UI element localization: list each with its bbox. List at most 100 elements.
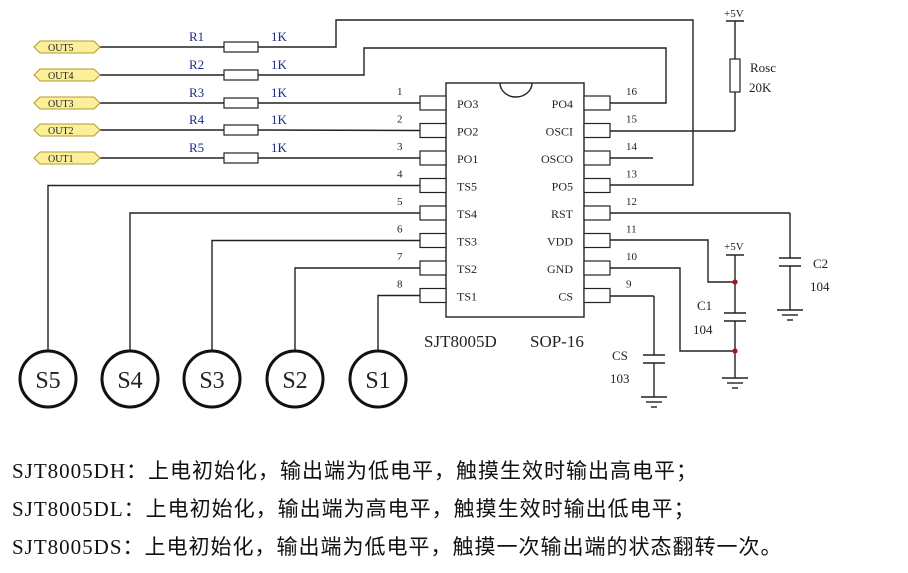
pin-name: CS xyxy=(558,290,573,304)
touch-sensor-s2 xyxy=(265,349,325,409)
net-po2 xyxy=(257,129,421,132)
resistor-r1 xyxy=(223,41,259,53)
rosc-value: 20K xyxy=(749,80,772,95)
touch-sensor-s5 xyxy=(18,349,78,409)
net-ts xyxy=(47,184,420,350)
net-vdd xyxy=(610,239,735,283)
resistor-value: 1K xyxy=(271,85,288,100)
c2-name: C2 xyxy=(813,256,828,271)
pin-number: 5 xyxy=(397,196,403,208)
port-label: OUT1 xyxy=(48,154,74,165)
touch-sensor-s1 xyxy=(348,349,408,409)
touch-sensor-s4 xyxy=(100,349,160,409)
port-label: OUT2 xyxy=(48,126,74,137)
resistor-value: 1K xyxy=(271,112,288,127)
pin-name: GND xyxy=(547,262,573,276)
pin-name: TS2 xyxy=(457,262,477,276)
pin-osci xyxy=(583,122,611,139)
chip-package: SOP-16 xyxy=(530,332,584,351)
resistor-name: R1 xyxy=(189,29,204,44)
pin-number: 14 xyxy=(626,141,638,153)
pin-osco xyxy=(583,150,611,166)
pin-cs xyxy=(583,287,611,304)
net-po5 xyxy=(258,19,694,186)
port-out3 xyxy=(33,96,101,110)
pin-number: 6 xyxy=(397,224,403,236)
sensor-label: S4 xyxy=(117,368,142,394)
cs-value: 103 xyxy=(610,371,630,386)
resistor-r3 xyxy=(223,97,259,109)
note-ds: SJT8005DS：上电初始化，输出端为低电平，触摸一次输出端的状态翻转一次。 xyxy=(12,535,783,559)
pin-vdd xyxy=(583,232,611,249)
c1-supply-label: +5V xyxy=(724,241,744,253)
pin-name: TS1 xyxy=(457,290,477,304)
net-ts xyxy=(294,267,420,350)
pin-number: 1 xyxy=(397,86,403,98)
pin-name: PO2 xyxy=(457,125,478,139)
resistor-name: R4 xyxy=(189,112,205,127)
pin-po1 xyxy=(419,150,447,166)
pin-ts5 xyxy=(419,177,447,194)
rosc-resistor xyxy=(729,58,741,93)
sensor-label: S1 xyxy=(365,368,390,394)
rosc-name: Rosc xyxy=(750,60,776,75)
net-ts xyxy=(129,212,420,350)
port-out2 xyxy=(33,123,101,137)
pin-name: TS5 xyxy=(457,180,477,194)
resistor-value: 1K xyxy=(271,29,288,44)
c1-name: C1 xyxy=(697,298,712,313)
pin-number: 16 xyxy=(626,86,638,98)
junction-dot xyxy=(732,348,738,354)
pin-name: VDD xyxy=(547,235,573,249)
resistor-value: 1K xyxy=(271,57,288,72)
resistor-r5 xyxy=(223,152,259,164)
touch-sensors: S5 S4 S3 S2 S1 xyxy=(18,349,408,409)
pin-ts2 xyxy=(419,260,447,276)
chip-notch xyxy=(499,82,533,98)
port-label: OUT5 xyxy=(48,43,74,54)
port-out5 xyxy=(33,40,101,54)
pin-po3 xyxy=(419,95,447,111)
chip-name: SJT8005D xyxy=(424,332,497,351)
sensor-label: S5 xyxy=(35,368,60,394)
pin-name: PO5 xyxy=(552,180,573,194)
pin-rst xyxy=(583,205,611,221)
net-ts xyxy=(377,294,420,350)
pin-ts1 xyxy=(419,287,447,304)
ground-symbols xyxy=(641,309,803,408)
pin-number: 11 xyxy=(626,224,637,236)
port-out4 xyxy=(33,68,101,82)
resistor-name: R2 xyxy=(189,57,204,72)
net-ts xyxy=(211,239,420,350)
chip-body xyxy=(445,82,585,318)
pin-number: 15 xyxy=(626,114,638,126)
wires xyxy=(47,19,790,352)
pin-name: RST xyxy=(551,207,574,221)
resistor-name: R5 xyxy=(189,140,204,155)
pin-number: 12 xyxy=(626,196,637,208)
pin-ts3 xyxy=(419,232,447,249)
note-dh: SJT8005DH：上电初始化，输出端为低电平，触摸生效时输出高电平； xyxy=(12,459,699,483)
resistor-name: R3 xyxy=(189,85,204,100)
resistor-r2 xyxy=(223,69,259,81)
c2-value: 104 xyxy=(810,279,830,294)
pin-number: 4 xyxy=(397,169,403,181)
touch-sensor-s3 xyxy=(182,349,242,409)
pin-number: 7 xyxy=(397,251,403,263)
pin-name: OSCI xyxy=(546,125,573,139)
pin-number: 2 xyxy=(397,114,403,126)
port-out1 xyxy=(33,151,101,165)
sensor-label: S3 xyxy=(199,368,224,394)
resistor-value: 1K xyxy=(271,140,288,155)
notes: SJT8005DH：上电初始化，输出端为低电平，触摸生效时输出高电平； SJT8… xyxy=(12,452,783,566)
pin-number: 13 xyxy=(626,169,638,181)
sensor-label: S2 xyxy=(282,368,307,394)
junction-dot xyxy=(732,279,738,285)
components: +5V Rosc 20K +5V C1 104 C2 104 CS 103 xyxy=(610,8,830,397)
pin-number: 8 xyxy=(397,279,403,291)
resistor-r4 xyxy=(223,124,259,136)
pin-name: TS4 xyxy=(457,207,477,221)
pin-po4 xyxy=(583,95,611,111)
pin-po5 xyxy=(583,177,611,194)
